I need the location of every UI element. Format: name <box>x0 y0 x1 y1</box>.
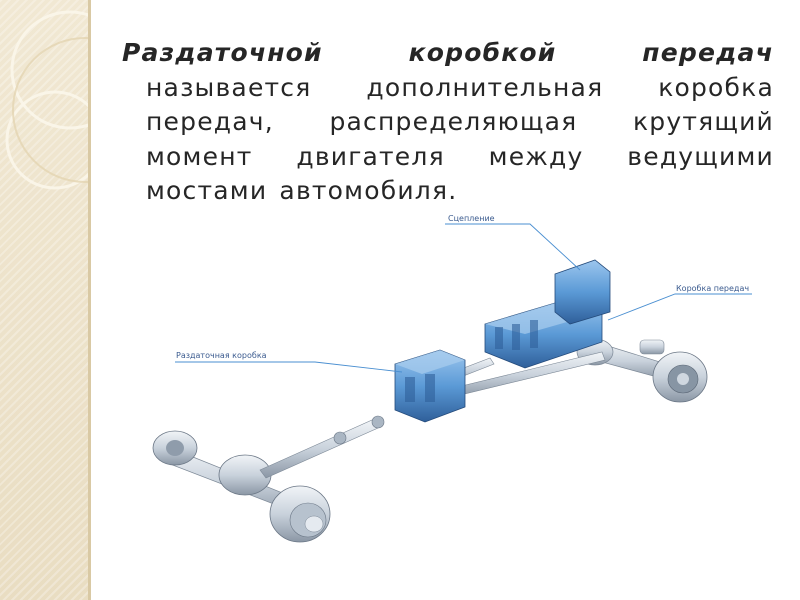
decorative-sidebar <box>0 0 88 600</box>
definition-body: называется дополнительная коробка переда… <box>146 72 774 206</box>
sidebar-rings-decoration <box>5 10 88 190</box>
definition-term-line: Раздаточной коробкой передач <box>122 36 774 71</box>
callout-clutch: Сцепление <box>448 214 495 223</box>
transfer-case-unit <box>394 349 466 423</box>
callout-transfer-case: Раздаточная коробка <box>176 351 267 360</box>
front-axle <box>152 430 331 543</box>
drivetrain-diagram: Сцепление Коробка передач Раздаточная ко… <box>152 214 752 543</box>
rear-axle <box>576 338 708 403</box>
definition-term: Раздаточной коробкой передач <box>122 38 774 67</box>
callout-gearbox: Коробка передач <box>676 284 749 293</box>
sidebar-divider <box>88 0 91 600</box>
gearbox-unit <box>484 259 611 369</box>
definition-text: Раздаточной коробкой передач называется … <box>122 36 774 209</box>
callout-lines <box>175 223 752 373</box>
